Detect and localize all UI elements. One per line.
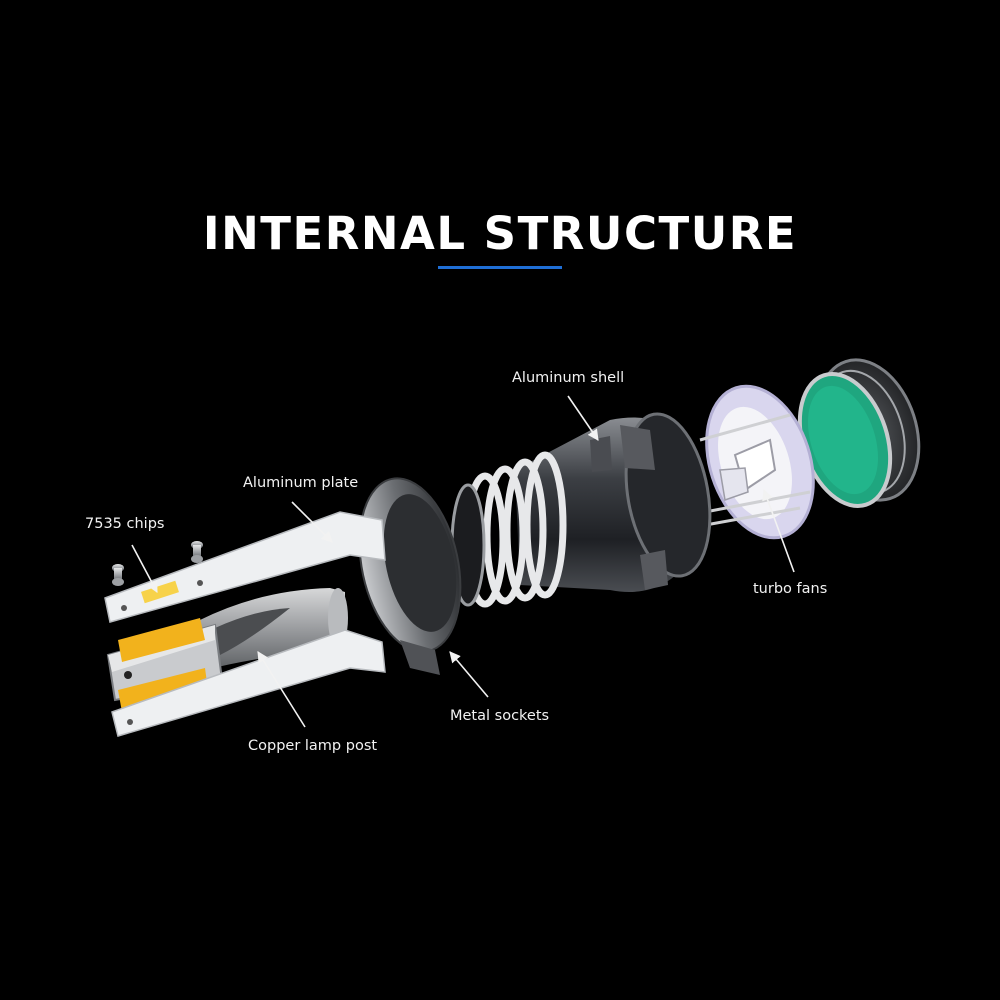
arrow-turbo-fans (762, 488, 795, 573)
label-metal-sockets: Metal sockets (450, 708, 550, 724)
arrow-chips (131, 544, 158, 593)
screw-right (191, 541, 203, 563)
aluminum-shell (450, 412, 712, 608)
arrow-metal-sockets (449, 651, 489, 698)
arrow-aluminum-plate (291, 501, 333, 543)
turbo-fan (699, 384, 815, 540)
title-underline (438, 266, 562, 269)
arrow-aluminum-shell (567, 395, 599, 441)
label-7535-chips: 7535 chips (85, 516, 165, 532)
label-copper-lamp-post: Copper lamp post (248, 738, 378, 754)
arrow-copper-lamp-post (257, 651, 306, 728)
aluminum-plate-lower (111, 629, 386, 737)
led-chips-top (118, 618, 208, 712)
label-turbo-fans: turbo fans (753, 581, 828, 597)
screw-left (112, 564, 124, 586)
label-aluminum-shell: Aluminum shell (512, 370, 625, 386)
page-title: INTERNAL STRUCTURE (202, 207, 798, 260)
metal-socket (358, 477, 462, 675)
aluminum-plate-upper (104, 511, 386, 623)
label-aluminum-plate: Aluminum plate (243, 475, 359, 491)
driver-pcb (797, 372, 893, 508)
